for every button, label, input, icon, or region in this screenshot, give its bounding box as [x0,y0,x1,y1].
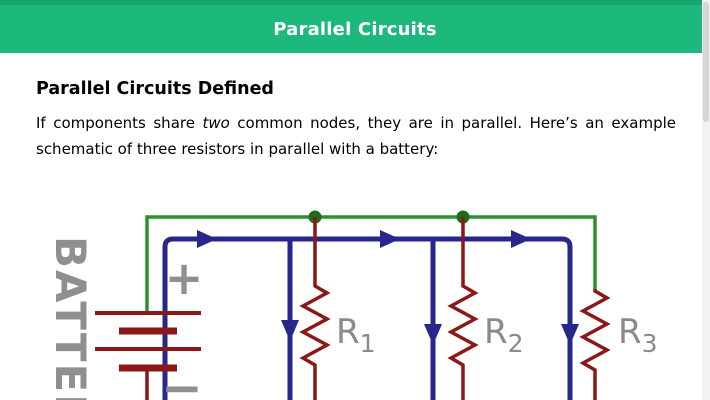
battery-label: BATTERY [46,236,95,400]
current-direction-arrows [197,230,579,345]
arrow-down-icon [424,324,442,345]
page-title: Parallel Circuits [273,18,437,40]
resistor-1-label: R1 [336,312,376,358]
arrow-down-icon [281,320,299,341]
battery-minus-sign: − [161,359,203,400]
battery-symbol [95,311,201,400]
resistors [299,217,611,400]
arrow-right-icon [380,230,400,248]
resistor-3-label: R3 [618,312,658,358]
scrollbar[interactable] [702,0,710,400]
node-dot [456,210,470,224]
section-heading: Parallel Circuits Defined [36,79,274,99]
content-area: Parallel Circuits Defined If components … [0,53,710,162]
intro-paragraph: If components share two common nodes, th… [36,110,676,162]
node-dot [308,210,322,224]
arrow-right-icon [511,230,531,248]
resistor-2-label: R2 [484,312,524,358]
resistor-3-symbol [579,289,611,400]
battery-plus-sign: + [165,251,204,305]
top-node-wire [145,215,597,313]
scrollbar-thumb[interactable] [703,2,709,122]
paragraph-emphasis: two [202,114,230,132]
resistor-1-symbol [299,217,331,400]
arrow-right-icon [197,230,217,248]
paragraph-text: If components share [36,114,203,132]
arrow-down-icon [561,324,579,345]
resistor-2-symbol [447,217,479,400]
current-path-wire [162,236,573,400]
app-header: Parallel Circuits [0,0,710,53]
paragraph-text: common nodes, they are in parallel. Here… [36,114,676,158]
